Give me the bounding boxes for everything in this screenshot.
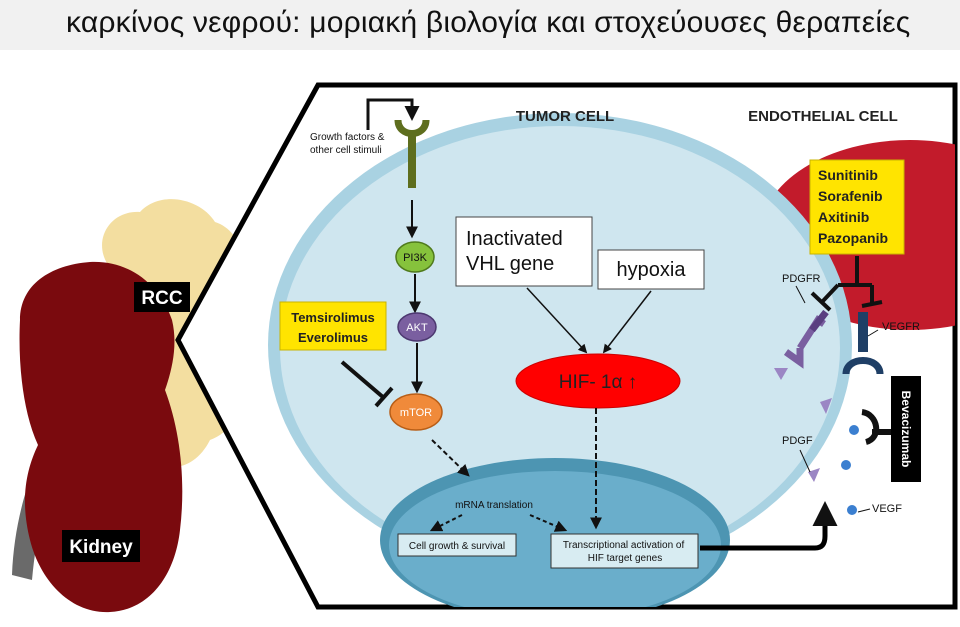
endothelial-cell-label: ENDOTHELIAL CELL xyxy=(748,108,898,125)
transcription-line-1: Transcriptional activation of xyxy=(563,540,685,551)
pdgf-label: PDGF xyxy=(782,435,813,447)
growth-factor-arrow xyxy=(366,98,420,130)
pi3k-node xyxy=(395,241,435,273)
transcription-line-2: HIF target genes xyxy=(588,553,662,564)
vegf-ligand-2 xyxy=(841,460,851,470)
kidney-label-text: Kidney xyxy=(69,537,133,558)
drug-axitinib: Axitinib xyxy=(818,209,869,225)
vhl-label: Inactivated VHL gene xyxy=(466,228,568,275)
transcription-box: Transcriptional activation of HIF target… xyxy=(550,533,699,569)
pdgf-ligand-3 xyxy=(808,468,820,482)
pdgf-ligand-1 xyxy=(774,368,788,380)
vegfr-label: VEGFR xyxy=(882,321,920,333)
vegf-ligand-3 xyxy=(847,505,857,515)
translation-to-transcription-arrow xyxy=(529,514,568,532)
akt-label: AKT xyxy=(406,322,428,334)
akt-node xyxy=(397,312,437,342)
kidney-body xyxy=(19,261,183,613)
vhl-box: Inactivated VHL gene xyxy=(455,216,593,287)
drug-pazopanib: Pazopanib xyxy=(818,230,888,246)
drug-sorafenib: Sorafenib xyxy=(818,188,883,204)
pdgfr-label: PDGFR xyxy=(782,273,821,285)
drug-sunitinib: Sunitinib xyxy=(818,167,878,183)
bevacizumab-label: Bevacizumab xyxy=(899,391,913,468)
rcc-label: RCC xyxy=(134,282,190,312)
tki-inhibition-fork xyxy=(820,256,874,304)
hif-label: HIF- 1α ↑ xyxy=(559,372,638,393)
tumor-cell-interior xyxy=(280,126,840,570)
growth-factors-line-2: other cell stimuli xyxy=(310,145,382,156)
transcription-label: Transcriptional activation of HIF target… xyxy=(563,540,687,564)
mtor-node xyxy=(389,393,443,431)
vhl-line-1: Inactivated xyxy=(466,228,563,250)
title-bar: καρκίνος νεφρού: μοριακή βιολογία και στ… xyxy=(0,0,960,50)
mtor-label: mTOR xyxy=(400,407,432,419)
vegf-label: VEGF xyxy=(872,503,902,515)
secretion-arrow xyxy=(700,501,838,551)
mtor-inhibition-bar xyxy=(374,386,394,408)
mtor-inhibition-line xyxy=(340,360,386,400)
pdgfr-receptor xyxy=(783,309,829,369)
tumor-cell-label: TUMOR CELL xyxy=(516,108,614,125)
vhl-to-hif-arrow xyxy=(526,287,588,354)
hypoxia-label: hypoxia xyxy=(617,259,687,281)
hif-node xyxy=(515,353,681,409)
growth-factors-label: Growth factors & other cell stimuli xyxy=(310,132,387,156)
drug-temsirolimus: Temsirolimus xyxy=(291,310,375,325)
vegf-pointer xyxy=(857,508,871,513)
kidney-label: Kidney xyxy=(62,530,140,562)
vegf-ligand-1 xyxy=(849,425,859,435)
pdgf-pointer xyxy=(799,449,811,473)
tki-bar-pdgfr xyxy=(810,291,832,312)
growth-factor-receptor xyxy=(394,119,430,188)
pdgf-ligand-2 xyxy=(820,398,832,414)
hypoxia-box: hypoxia xyxy=(597,249,705,290)
cell-growth-box: Cell growth & survival xyxy=(397,533,517,557)
bevacizumab-antibody xyxy=(861,409,892,445)
translation-to-growth-arrow xyxy=(429,514,463,532)
vhl-line-2: VHL gene xyxy=(466,253,554,275)
growth-factors-line-1: Growth factors & xyxy=(310,132,385,143)
slide-title: καρκίνος νεφρού: μοριακή βιολογία και στ… xyxy=(66,6,911,39)
tki-box: Sunitinib Sorafenib Axitinib Pazopanib xyxy=(809,159,905,255)
vegfr-receptor xyxy=(842,312,884,375)
rcc-label-text: RCC xyxy=(141,288,182,309)
cell-growth-label: Cell growth & survival xyxy=(409,541,505,552)
tki-bar-vegfr xyxy=(861,300,883,308)
pi3k-label: PI3K xyxy=(403,252,428,264)
bevacizumab-box: Bevacizumab xyxy=(891,376,921,482)
pdgfr-pointer xyxy=(795,285,806,304)
mrna-translation-label: mRNA translation xyxy=(455,500,533,511)
mtor-inhibitor-box: Temsirolimus Everolimus xyxy=(279,301,387,351)
hypoxia-to-hif-arrow xyxy=(602,290,652,354)
drug-everolimus: Everolimus xyxy=(298,330,368,345)
vegfr-pointer xyxy=(867,329,879,337)
mtor-to-translation-arrow xyxy=(431,439,470,477)
